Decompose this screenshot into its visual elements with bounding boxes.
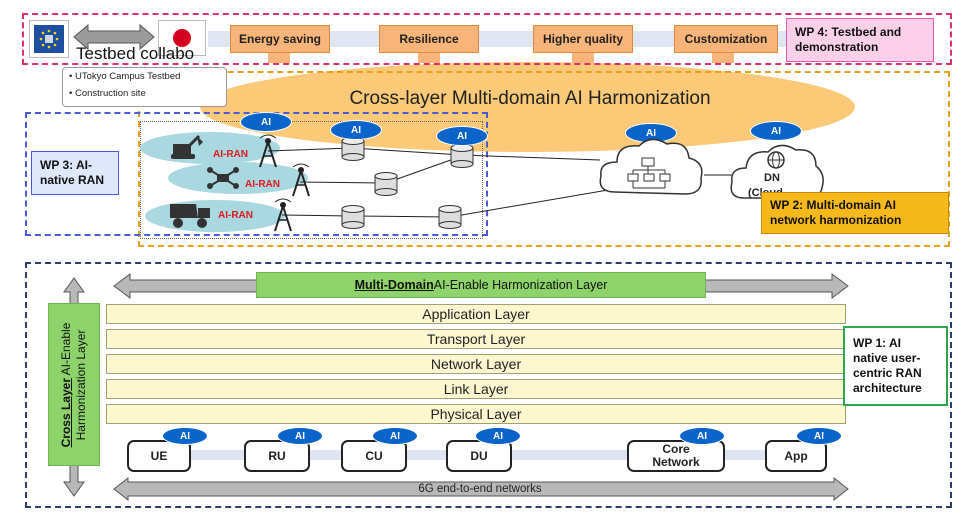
testbed-title: Testbed collabo: [76, 44, 195, 63]
wp3-label: WP 3: AI-native RAN: [31, 151, 119, 195]
ai-badge: AI: [750, 121, 802, 141]
japan-flag-icon: [158, 20, 206, 56]
collaboration-arrow-icon: [73, 23, 155, 51]
eu-flag-icon: [29, 20, 69, 58]
wp2-label: WP 2: Multi-domain AI network harmonizat…: [761, 192, 949, 234]
wp2-frame: [138, 71, 950, 247]
application-layer: Application Layer: [106, 304, 846, 324]
database-icon: [438, 205, 462, 229]
ran-coverage: [145, 200, 285, 232]
ai-badge: AI: [330, 120, 382, 140]
testbed-item: • UTokyo Campus Testbed: [69, 71, 181, 82]
testbed-items: • UTokyo Campus Testbed • Construction s…: [62, 67, 227, 107]
node-app: App: [765, 440, 827, 472]
wp1-label: WP 1: AI native user-centric RAN archite…: [843, 326, 948, 406]
link-layer: Link Layer: [106, 379, 846, 399]
ai-badge: AI: [372, 427, 418, 445]
goal-arrow: [572, 53, 594, 63]
ai-badge: AI: [796, 427, 842, 445]
goal-arrow: [268, 53, 290, 63]
multi-domain-bold: Multi-Domain: [354, 278, 434, 292]
node-ru: RU: [244, 440, 310, 472]
drone-icon: [207, 167, 239, 189]
ai-ran-label: AI-RAN: [218, 210, 253, 221]
ran-coverage: [168, 162, 308, 194]
ai-badge: AI: [679, 427, 725, 445]
harmonization-ellipse: [200, 62, 855, 152]
ai-badge: AI: [240, 112, 292, 132]
goal-customization: Customization: [674, 25, 778, 53]
database-icon: [374, 172, 398, 196]
goals-bar: [208, 31, 788, 47]
network-cloud-icon: [599, 138, 703, 195]
transport-layer: Transport Layer: [106, 329, 846, 349]
cross-layer-bold: Cross Layer: [59, 377, 73, 447]
testbed-item: • Construction site: [69, 88, 146, 99]
wp4-label: WP 4: Testbed and demonstration: [786, 18, 934, 62]
cell-tower-icon: [274, 198, 292, 232]
node-cu: CU: [341, 440, 407, 472]
dn-label: DN: [764, 172, 780, 184]
node-ue: UE: [127, 440, 191, 472]
dump-truck-icon: [170, 204, 210, 228]
node-core-network: Core Network: [627, 440, 725, 472]
excavator-icon: [171, 134, 203, 159]
goal-resilience: Resilience: [379, 25, 479, 53]
ran-dotted-region: [140, 121, 483, 239]
e2e-label: 6G end-to-end networks: [418, 483, 542, 495]
wp1-frame: [25, 262, 952, 508]
ai-badge: AI: [277, 427, 323, 445]
ai-badge: AI: [436, 126, 488, 146]
goal-arrow: [712, 53, 734, 63]
network-layer: Network Layer: [106, 354, 846, 374]
ai-ran-label: AI-RAN: [213, 149, 248, 160]
testbed-item-label: Construction site: [74, 88, 146, 99]
ai-badge: AI: [162, 427, 208, 445]
goal-higher-quality: Higher quality: [533, 25, 633, 53]
ai-badge: AI: [475, 427, 521, 445]
goal-arrow: [418, 53, 440, 63]
ran-coverage: [140, 132, 280, 164]
database-icon: [450, 144, 474, 168]
e2e-arrow: [113, 476, 849, 502]
physical-layer: Physical Layer: [106, 404, 846, 424]
harmonization-title: Cross-layer Multi-domain AI Harmonizatio…: [349, 88, 711, 109]
cell-tower-icon: [292, 163, 310, 197]
cell-tower-icon: [259, 134, 277, 168]
ai-ran-label: AI-RAN: [245, 179, 280, 190]
testbed-item-label: UTokyo Campus Testbed: [74, 71, 181, 82]
multi-domain-layer-label: Multi-Domain AI-Enable Harmonization Lay…: [256, 272, 706, 298]
goal-energy-saving: Energy saving: [230, 25, 330, 53]
database-icon: [341, 205, 365, 229]
wp4-frame: [22, 13, 952, 65]
multi-domain-rest: AI-Enable Harmonization Layer: [433, 278, 608, 292]
dn-cloud-icon: [730, 144, 824, 199]
cross-layer-label: Cross Layer AI-Enable Harmonization Laye…: [48, 303, 100, 466]
